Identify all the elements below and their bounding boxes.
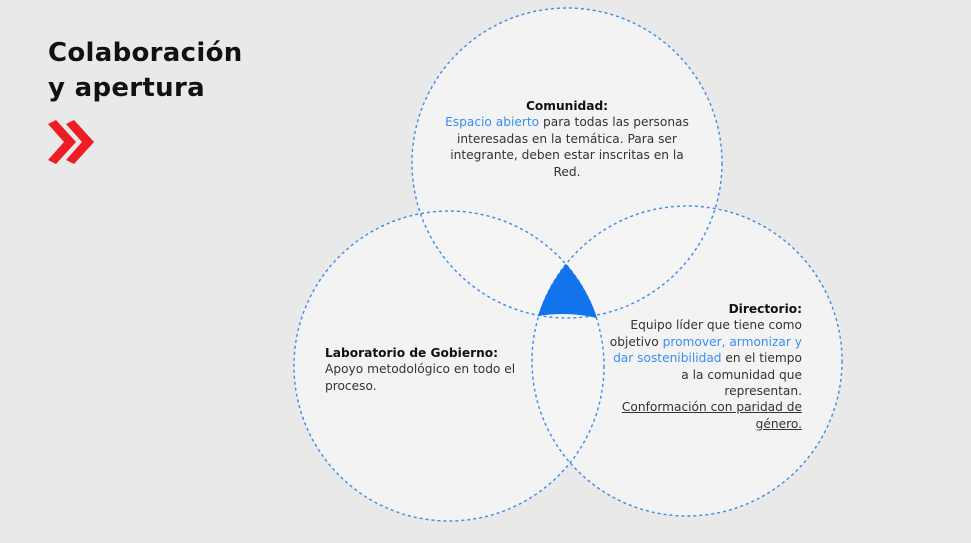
comunidad-text: Comunidad: Espacio abierto para todas la… <box>440 98 694 180</box>
comunidad-heading: Comunidad: <box>525 99 609 113</box>
laboratorio-text: Laboratorio de Gobierno: Apoyo metodológ… <box>325 345 525 394</box>
circle-laboratorio <box>294 211 604 521</box>
directorio-highlight: promover, armonizar y dar sostenibilidad <box>613 334 802 366</box>
directorio-body-before: Equipo líder que tiene como objetivo <box>609 318 802 349</box>
page-title: Colaboración y apertura <box>48 36 243 106</box>
comunidad-body: para todas las personas interesadas en l… <box>450 115 689 179</box>
title-line-1: Colaboración <box>48 38 243 68</box>
title-line-2: y apertura <box>48 73 205 103</box>
laboratorio-body: Apoyo metodológico en todo el proceso. <box>325 362 516 393</box>
center-intersection <box>538 264 597 318</box>
comunidad-highlight: Espacio abierto <box>445 115 540 130</box>
directorio-heading: Directorio: <box>728 302 802 316</box>
laboratorio-heading: Laboratorio de Gobierno: <box>325 346 499 360</box>
directorio-underlined: Conformación con paridad de género. <box>621 400 802 431</box>
directorio-text: Directorio: Equipo líder que tiene como … <box>604 301 802 432</box>
circle-directorio <box>532 206 842 516</box>
double-chevron-icon <box>48 120 94 164</box>
directorio-body-after: en el tiempo a la comunidad que represen… <box>681 351 802 399</box>
